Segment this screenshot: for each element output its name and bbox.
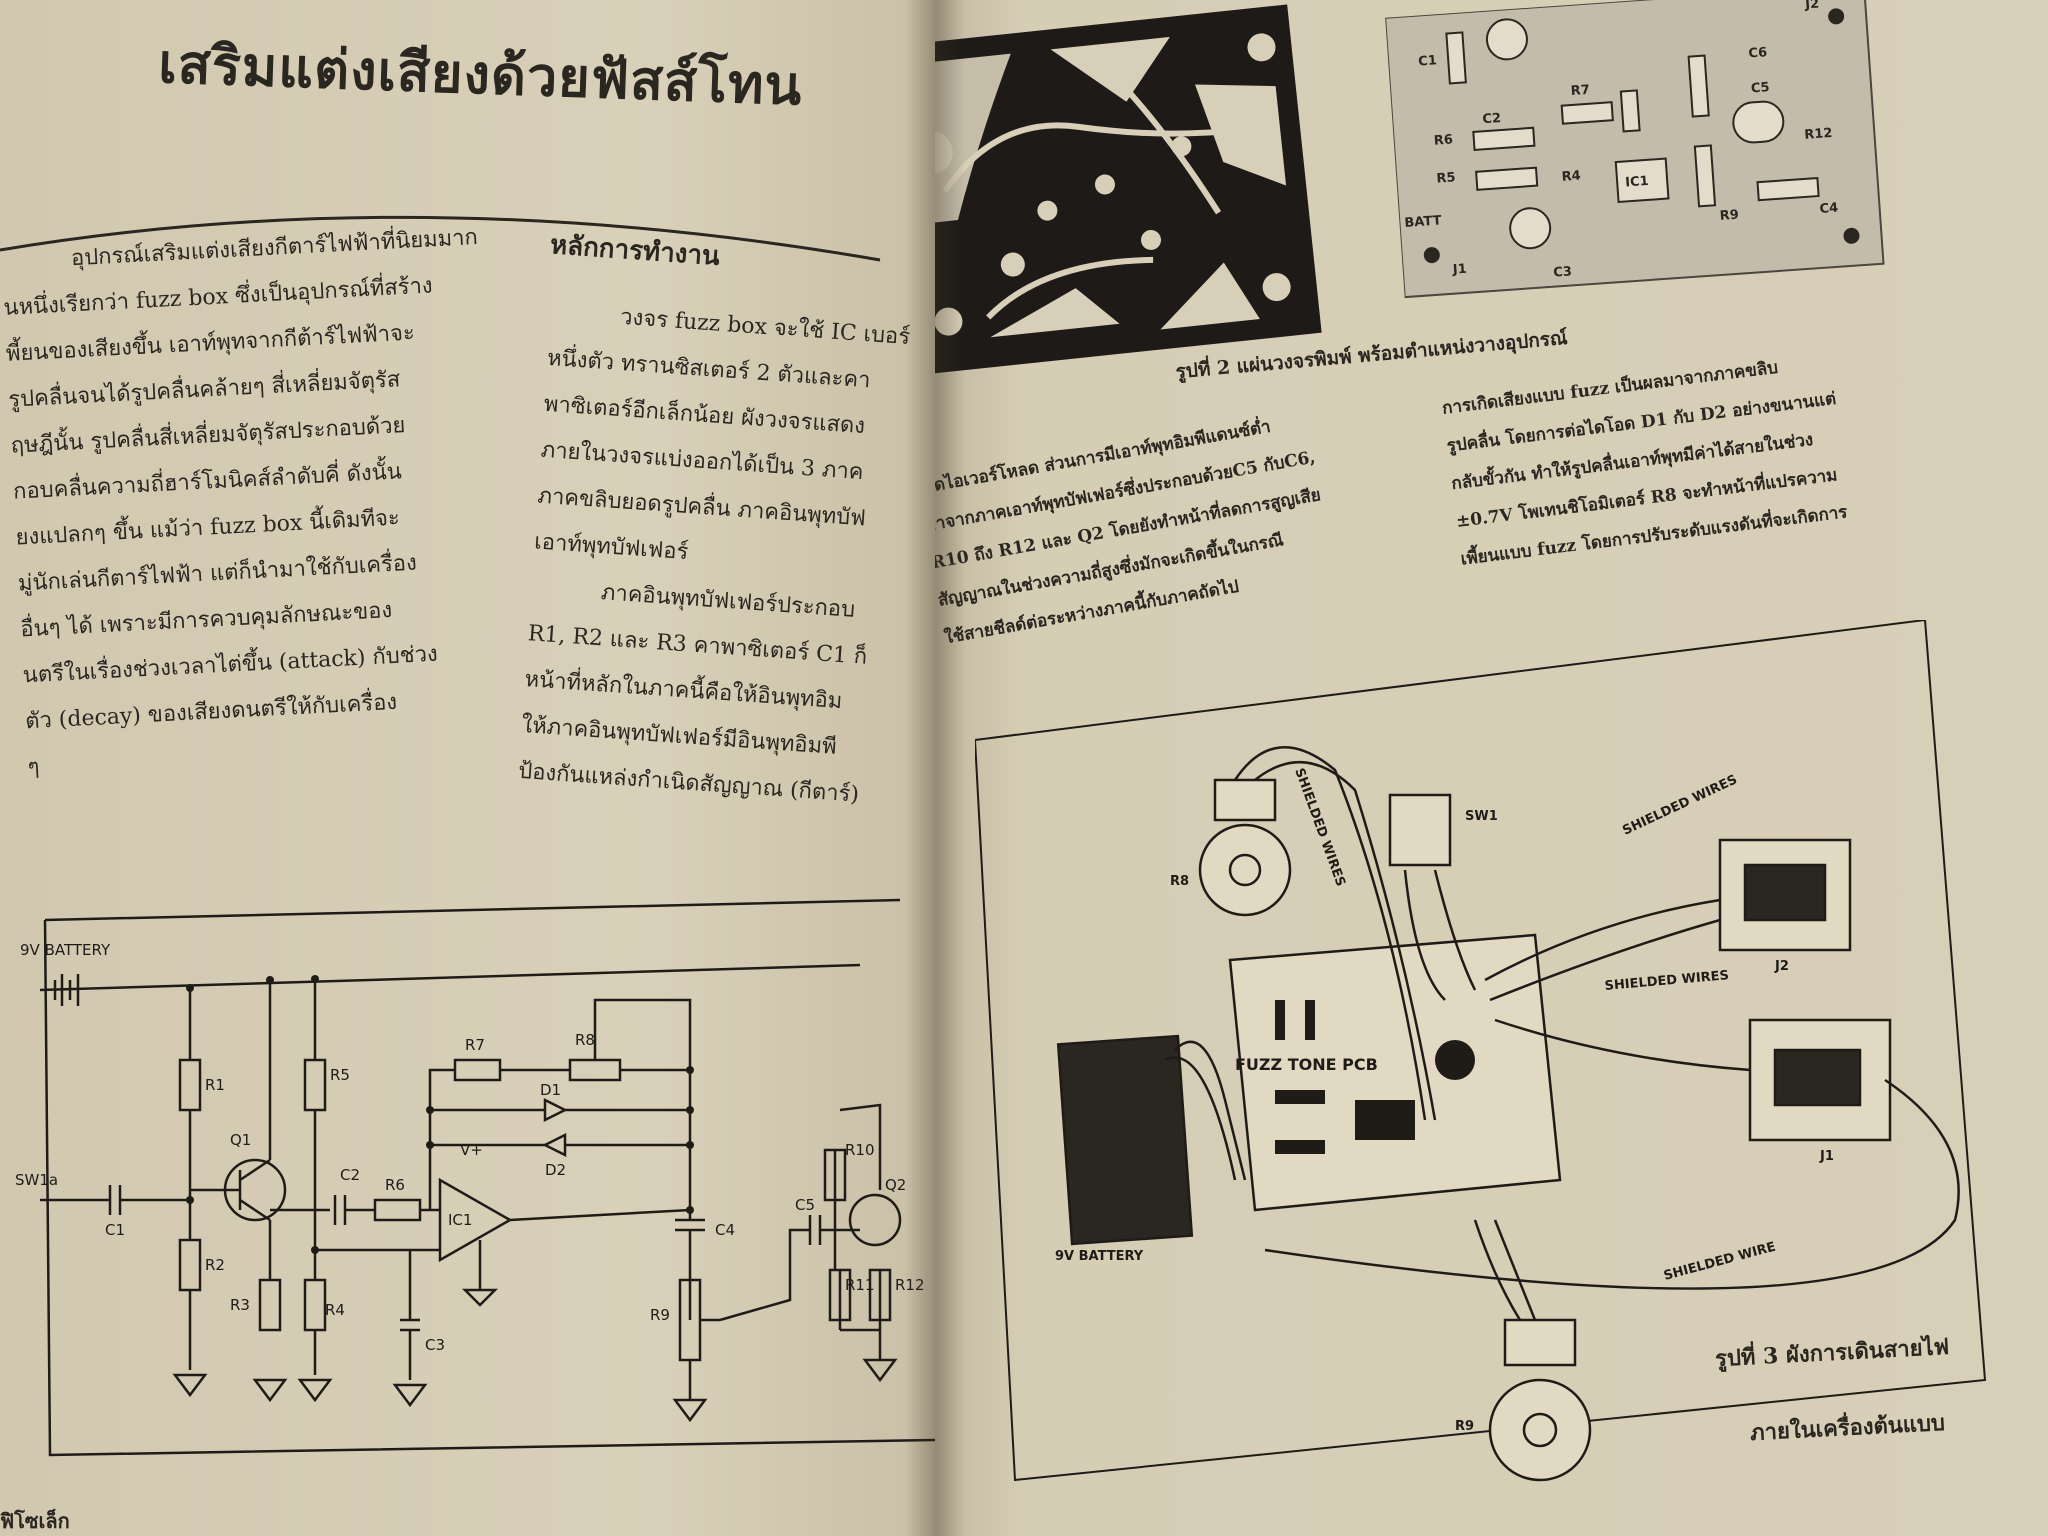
left-column: อุปกรณ์เสริมแต่งเสียงกีตาร์ไฟฟ้าที่นิยมม… bbox=[0, 214, 528, 791]
pcb-label: FUZZ TONE PCB bbox=[1235, 1055, 1378, 1074]
middle-column: วงจร fuzz box จะใช้ IC เบอร์ หนึ่งตัว ทร… bbox=[517, 290, 910, 818]
label-c2: C2 bbox=[340, 1166, 360, 1184]
label-c4: C4 bbox=[715, 1221, 735, 1239]
pcb-j1: J1 bbox=[1451, 262, 1467, 278]
pcb-r6: R6 bbox=[1433, 132, 1453, 148]
right-page: C1 C2 C3 C4 C5 C6 R4 R5 R6 R7 R9 R12 IC1… bbox=[935, 0, 2048, 1536]
label-r4: R4 bbox=[325, 1301, 345, 1319]
wiring-diagram: FUZZ TONE PCB 9V BATTERY SHIELDED WIRES … bbox=[975, 620, 1987, 1482]
pcb-r12: R12 bbox=[1804, 126, 1833, 143]
pcb-r7: R7 bbox=[1570, 83, 1590, 99]
label-r7: R7 bbox=[465, 1036, 485, 1054]
right-text-right: การเกิดเสียงแบบ fuzz เป็นผลมาจากภาคขลิบ … bbox=[1440, 342, 1852, 578]
j2-label: J2 bbox=[1774, 959, 1789, 974]
pcb-r9: R9 bbox=[1719, 208, 1739, 224]
circuit-schematic: 9V BATTERY R1 R2 R3 R4 R5 R6 R7 R8 R9 R1… bbox=[15, 898, 935, 1457]
label-q1: Q1 bbox=[230, 1131, 251, 1149]
right-text-left: เกิดไอเวอร์โหลด ส่วนการมีเอาท์พุทอิมพีแด… bbox=[935, 401, 1338, 657]
label-d1: D1 bbox=[540, 1081, 561, 1099]
label-r1: R1 bbox=[205, 1076, 225, 1094]
pcb-foil-image bbox=[935, 4, 1322, 377]
pcb-r5: R5 bbox=[1436, 170, 1456, 186]
book-gutter bbox=[905, 0, 965, 1536]
label-r2: R2 bbox=[205, 1256, 225, 1274]
header-rule bbox=[0, 215, 881, 262]
label-vplus: V+ bbox=[460, 1141, 483, 1159]
shielded-wires-label-2: SHIELDED WIRES bbox=[1604, 968, 1730, 994]
r9-label: R9 bbox=[1455, 1419, 1474, 1434]
shielded-wire-label-3: SHIELDED WIRE bbox=[1662, 1240, 1777, 1284]
pcb-r4: R4 bbox=[1561, 169, 1581, 185]
r8-label: R8 bbox=[1170, 874, 1189, 889]
label-r11: R11 bbox=[845, 1276, 875, 1294]
pcb-batt: BATT bbox=[1404, 213, 1442, 231]
left-page: เสริมแต่งเสียงด้วยฟัสส์โทน อุปกรณ์เสริมแ… bbox=[0, 0, 935, 1536]
pcb-c5: C5 bbox=[1750, 80, 1770, 96]
label-r9: R9 bbox=[650, 1306, 670, 1324]
pcb-c6: C6 bbox=[1748, 45, 1768, 61]
label-c5: C5 bbox=[795, 1196, 815, 1214]
pcb-c1: C1 bbox=[1418, 53, 1438, 69]
article-title: เสริมแต่งเสียงด้วยฟัสส์โทน bbox=[157, 30, 804, 118]
schematic-battery-label: 9V BATTERY bbox=[20, 941, 111, 959]
sw1-label: SW1 bbox=[1465, 809, 1498, 824]
label-r5: R5 bbox=[330, 1066, 350, 1084]
label-ic1: IC1 bbox=[448, 1211, 472, 1229]
shielded-wires-label-1: SHIELDED WIRES bbox=[1620, 772, 1739, 838]
j1-label: J1 bbox=[1819, 1149, 1834, 1164]
pcb-c4: C4 bbox=[1819, 201, 1839, 217]
label-r10: R10 bbox=[845, 1141, 875, 1159]
label-q2: Q2 bbox=[885, 1176, 906, 1194]
label-r12: R12 bbox=[895, 1276, 925, 1294]
pcb-c3: C3 bbox=[1553, 264, 1573, 280]
label-c3: C3 bbox=[425, 1336, 445, 1354]
battery-label: 9V BATTERY bbox=[1055, 1249, 1144, 1264]
label-r6: R6 bbox=[385, 1176, 405, 1194]
pcb-ic1: IC1 bbox=[1625, 174, 1649, 191]
label-c1: C1 bbox=[105, 1221, 125, 1239]
label-r3: R3 bbox=[230, 1296, 250, 1314]
pcb-j2: J2 bbox=[1804, 0, 1820, 13]
label-r8: R8 bbox=[575, 1031, 595, 1049]
label-d2: D2 bbox=[545, 1161, 566, 1179]
pcb-component-layout: C1 C2 C3 C4 C5 C6 R4 R5 R6 R7 R9 R12 IC1… bbox=[1385, 0, 1885, 299]
page-footer: ฟิโซเล็ก bbox=[0, 1509, 70, 1533]
label-sw1a: SW1a bbox=[15, 1171, 58, 1189]
pcb-c2: C2 bbox=[1482, 111, 1502, 127]
